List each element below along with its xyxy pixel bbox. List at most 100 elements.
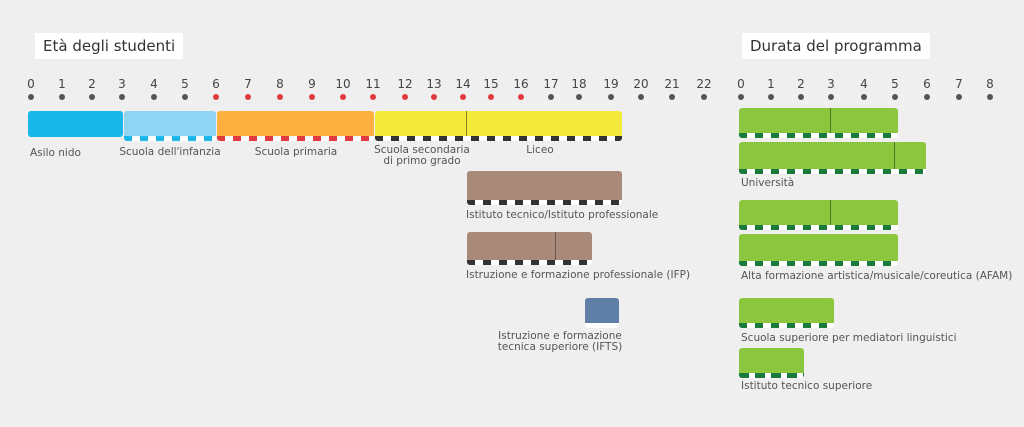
duration-tick-dot <box>738 94 744 100</box>
label-istituto-tecnico: Istituto tecnico/Istituto professionale <box>466 209 659 221</box>
age-tick-label: 11 <box>365 77 381 91</box>
label-secondaria-line2: di primo grado <box>383 155 461 167</box>
age-tick-dot <box>89 94 95 100</box>
bar-fill <box>739 298 834 323</box>
bar-stripe <box>124 136 216 141</box>
bar-stripe <box>585 323 619 328</box>
age-tick-label: 13 <box>426 77 442 91</box>
age-tick-label: 16 <box>513 77 529 91</box>
bar-scuola-primaria <box>217 111 374 141</box>
age-tick-dot <box>518 94 524 100</box>
label-ifp: Istruzione e formazione professionale (I… <box>466 269 691 281</box>
age-tick-label: 7 <box>244 77 252 91</box>
label-mediatori: Scuola superiore per mediatori linguisti… <box>741 332 957 344</box>
age-tick-dot <box>309 94 315 100</box>
label-its: Istituto tecnico superiore <box>741 380 873 392</box>
age-tick-label: 12 <box>397 77 413 91</box>
bar-scuola-infanzia <box>124 111 216 141</box>
age-tick-label: 1 <box>58 77 66 91</box>
age-tick-dot <box>59 94 65 100</box>
age-tick-dot <box>488 94 494 100</box>
bar-universita-2 <box>739 142 926 174</box>
duration-tick-dot <box>987 94 993 100</box>
bar-fill <box>124 111 216 136</box>
duration-tick-label: 8 <box>986 77 994 91</box>
bar-stripe <box>217 136 374 141</box>
bar-divider <box>830 200 831 225</box>
bar-fill <box>375 111 622 136</box>
age-tick-dot <box>431 94 437 100</box>
bar-istituto-tecnico <box>467 171 622 205</box>
bar-ifts <box>585 298 619 328</box>
duration-tick-dot <box>956 94 962 100</box>
bar-fill <box>467 171 622 200</box>
label-scuola-primaria: Scuola primaria <box>254 146 338 158</box>
age-tick-label: 10 <box>335 77 351 91</box>
bar-universita-1 <box>739 108 898 138</box>
duration-tick-label: 3 <box>827 77 835 91</box>
label-secondaria-line1: Scuola secondaria <box>374 144 470 156</box>
age-tick-label: 8 <box>276 77 284 91</box>
age-tick-dot <box>182 94 188 100</box>
bar-secondaria-liceo <box>375 111 622 141</box>
bar-fill <box>585 298 619 323</box>
duration-tick-dot <box>892 94 898 100</box>
age-tick-dot <box>669 94 675 100</box>
age-tick-label: 15 <box>483 77 499 91</box>
duration-tick-label: 4 <box>860 77 868 91</box>
duration-tick-dot <box>798 94 804 100</box>
age-tick-label: 0 <box>27 77 35 91</box>
duration-tick-label: 2 <box>797 77 805 91</box>
duration-section-title: Durata del programma <box>742 33 930 59</box>
age-section-title: Età degli studenti <box>35 33 184 59</box>
bar-its <box>739 348 804 378</box>
age-tick-dot <box>701 94 707 100</box>
bar-divider <box>555 232 556 260</box>
age-tick-dot <box>460 94 466 100</box>
bar-divider <box>894 142 895 169</box>
age-tick-label: 2 <box>88 77 96 91</box>
age-tick-label: 9 <box>308 77 316 91</box>
duration-tick-dot <box>861 94 867 100</box>
age-tick-label: 22 <box>696 77 712 91</box>
label-liceo: Liceo <box>526 144 554 156</box>
age-tick-dot <box>245 94 251 100</box>
bar-fill <box>739 200 898 225</box>
label-universita: Università <box>741 177 795 189</box>
duration-tick-label: 7 <box>955 77 963 91</box>
label-ifts-line1: Istruzione e formazione <box>498 330 622 342</box>
bar-fill <box>467 232 592 260</box>
bar-ifp <box>467 232 592 265</box>
label-scuola-infanzia: Scuola dell'infanzia <box>119 146 221 158</box>
age-tick-label: 4 <box>150 77 158 91</box>
bar-afam-2 <box>739 234 898 266</box>
age-tick-label: 14 <box>455 77 471 91</box>
age-tick-dot <box>608 94 614 100</box>
bar-divider <box>830 108 831 133</box>
age-tick-label: 21 <box>664 77 680 91</box>
bar-mediatori <box>739 298 834 328</box>
bar-fill <box>739 348 804 373</box>
duration-tick-label: 0 <box>737 77 745 91</box>
label-asilo-nido: Asilo nido <box>30 147 81 159</box>
duration-tick-dot <box>828 94 834 100</box>
bar-stripe <box>739 169 926 174</box>
age-tick-label: 3 <box>118 77 126 91</box>
age-tick-label: 5 <box>181 77 189 91</box>
bar-fill <box>739 234 898 261</box>
bar-fill <box>739 108 898 133</box>
duration-tick-label: 1 <box>767 77 775 91</box>
bar-stripe <box>739 261 898 266</box>
age-tick-label: 6 <box>212 77 220 91</box>
bar-stripe <box>739 323 834 328</box>
label-afam: Alta formazione artistica/musicale/coreu… <box>741 270 1013 282</box>
duration-tick-dot <box>768 94 774 100</box>
age-tick-dot <box>548 94 554 100</box>
bar-asilo-nido <box>28 111 123 137</box>
duration-tick-label: 6 <box>923 77 931 91</box>
age-tick-dot <box>370 94 376 100</box>
age-tick-label: 18 <box>571 77 587 91</box>
bar-fill <box>739 142 926 169</box>
age-tick-dot <box>28 94 34 100</box>
age-tick-dot <box>340 94 346 100</box>
